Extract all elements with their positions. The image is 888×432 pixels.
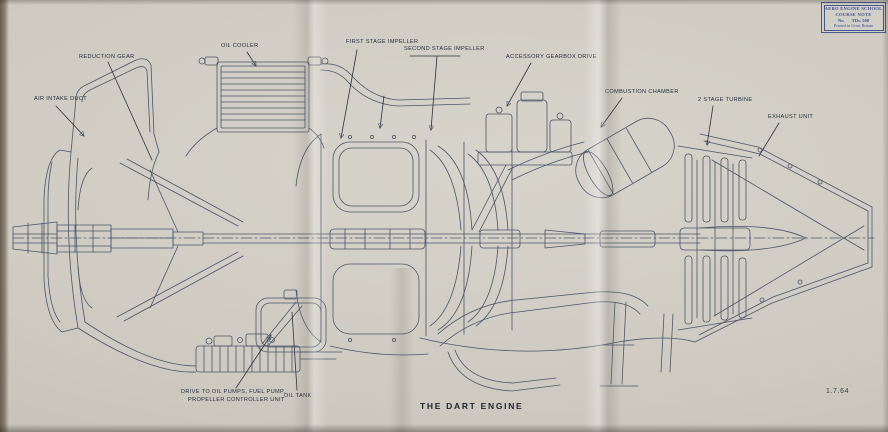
oil-cooler-matrix xyxy=(185,56,471,157)
accessory-gearbox xyxy=(471,91,573,233)
course-note-stamp-border: AERO ENGINE SCHOOL COURSE NOTE No. TDs. … xyxy=(823,4,884,31)
turbine-section xyxy=(677,145,753,331)
course-note-stamp: AERO ENGINE SCHOOL COURSE NOTE No. TDs. … xyxy=(821,2,886,33)
lower-ducting-and-accessories xyxy=(77,289,696,392)
label-drive-to-oil-pumps-line2: PROPELLER CONTROLLER UNIT xyxy=(188,397,285,403)
stamp-doc-type-line: COURSE NOTE xyxy=(835,12,872,18)
label-drive-to-oil-pumps: DRIVE TO OIL PUMPS, FUEL PUMP, PROPELLER… xyxy=(181,388,285,404)
stamp-number-row: No. TDs. 500 xyxy=(838,18,869,23)
label-first-stage-impeller: FIRST STAGE IMPELLER xyxy=(346,39,419,45)
air-intake-casing xyxy=(43,149,244,333)
annotation-leader-lines xyxy=(55,49,780,391)
label-reduction-gear: REDUCTION GEAR xyxy=(79,54,135,60)
label-oil-tank: OIL TANK xyxy=(284,393,312,399)
label-exhaust-unit: EXHAUST UNIT xyxy=(768,114,814,120)
label-drive-to-oil-pumps-line1: DRIVE TO OIL PUMPS, FUEL PUMP, xyxy=(181,389,286,395)
label-air-intake-duct: AIR INTAKE DUCT xyxy=(34,96,88,102)
label-two-stage-turbine: 2 STAGE TURBINE xyxy=(698,97,753,103)
label-combustion-chamber: COMBUSTION CHAMBER xyxy=(605,89,679,95)
stamp-footer-line: Printed in Great Britain xyxy=(833,23,874,28)
label-second-stage-impeller: SECOND STAGE IMPELLER xyxy=(404,46,485,52)
figure-date: 1.7.64 xyxy=(826,388,850,395)
reduction-gear-housing xyxy=(70,58,160,153)
stamp-school-line: AERO ENGINE SCHOOL xyxy=(824,6,883,12)
propeller-shaft xyxy=(12,221,204,255)
label-oil-cooler: OIL COOLER xyxy=(221,43,259,49)
stamp-number-label: No. xyxy=(837,18,845,24)
figure-title: THE DART ENGINE xyxy=(420,401,524,411)
label-accessory-gearbox-drive: ACCESSORY GEARBOX DRIVE xyxy=(506,54,597,60)
compressor-section xyxy=(295,133,589,343)
combustion-chamber-can xyxy=(575,117,675,199)
stamp-number-value: TDs. 500 xyxy=(851,18,870,24)
exhaust-unit-cone xyxy=(694,133,873,343)
main-shaft xyxy=(202,228,701,250)
